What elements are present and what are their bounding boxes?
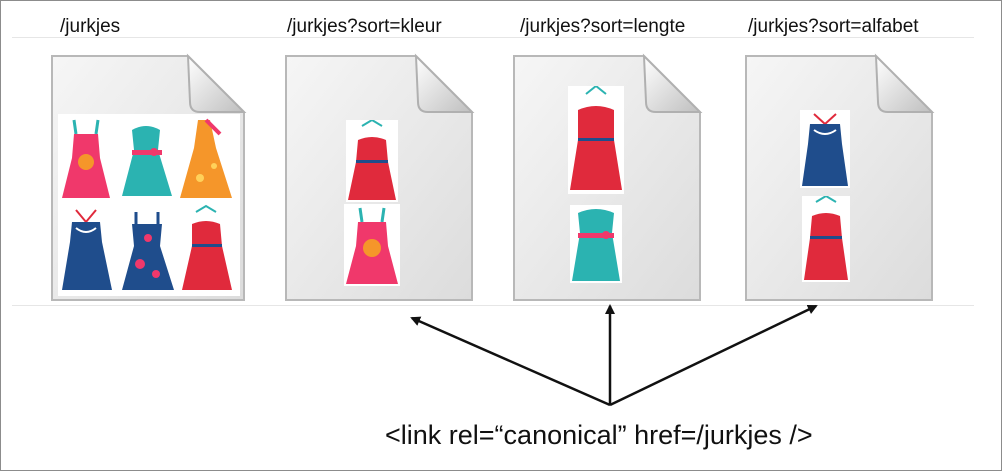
dress-icon <box>62 119 110 198</box>
dress-icon <box>62 209 112 290</box>
dress-icon <box>122 212 174 290</box>
top-divider <box>12 37 974 38</box>
dress-icon <box>568 86 624 194</box>
dress-icon <box>122 126 172 196</box>
dress-icon <box>180 118 232 198</box>
arrow-icon <box>410 316 611 407</box>
arrow-icon <box>609 304 818 407</box>
dress-icon <box>800 110 850 188</box>
url-label-sort-alfabet: /jurkjes?sort=alfabet <box>748 16 919 37</box>
dress-icon <box>344 204 400 286</box>
canonical-link-caption: <link rel=“canonical” href=/jurkjes /> <box>385 420 813 450</box>
url-label-sort-kleur: /jurkjes?sort=kleur <box>287 16 442 37</box>
bottom-divider <box>12 305 974 306</box>
dress-icon <box>570 205 622 283</box>
dress-grid <box>58 114 240 296</box>
url-label-jurkjes: /jurkjes <box>60 16 121 37</box>
dress-icon <box>346 120 398 202</box>
dress-icon <box>182 204 232 290</box>
dress-icon <box>802 196 850 282</box>
url-label-sort-lengte: /jurkjes?sort=lengte <box>520 16 686 37</box>
